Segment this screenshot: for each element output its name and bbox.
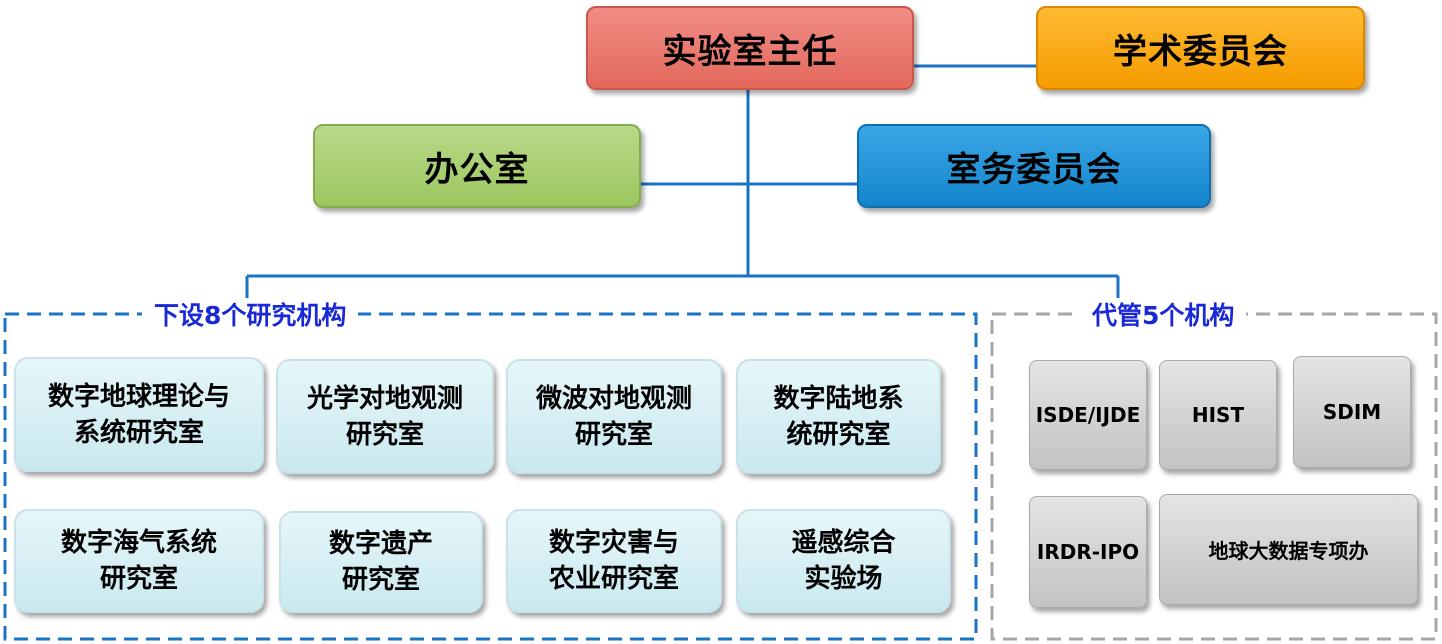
managed-section-title: 代管5个机构 [1080,298,1247,334]
agency-label: HIST [1191,403,1245,427]
institute-box: 光学对地观测 研究室 [276,359,494,474]
institute-line1: 数字陆地系 [773,383,904,414]
institute-line2: 农业研究室 [548,564,679,594]
agency-box: IRDR-IPO [1029,496,1147,608]
director-box: 实验室主任 [586,6,914,90]
affairs-committee-label: 室务委员会 [946,149,1122,190]
institute-line2: 研究室 [345,419,424,450]
institute-line1: 数字遗产 [328,529,433,559]
institute-box: 遥感综合 实验场 [736,509,951,613]
institute-box: 数字海气系统 研究室 [14,509,264,613]
institute-box: 数字地球理论与 系统研究室 [14,357,264,472]
institute-box: 数字灾害与 农业研究室 [506,509,722,613]
institute-line1: 遥感综合 [791,528,896,558]
institutes-section-title: 下设8个研究机构 [142,298,359,334]
office-box: 办公室 [313,124,641,208]
agency-label: 地球大数据专项办 [1208,539,1369,563]
institute-line2: 系统研究室 [73,417,204,448]
institute-line2: 研究室 [341,565,420,595]
agency-label: ISDE/IJDE [1035,403,1141,427]
agency-box: SDIM [1293,356,1411,468]
institute-line2: 统研究室 [786,419,891,450]
agency-label: SDIM [1322,400,1382,424]
director-label: 实验室主任 [662,31,838,72]
agency-box: 地球大数据专项办 [1159,494,1418,605]
academic-committee-label: 学术委员会 [1113,31,1288,72]
institute-line2: 实验场 [804,564,883,594]
institute-box: 数字陆地系 统研究室 [736,359,941,474]
institutes-dashed-frame [3,312,978,641]
institute-box: 数字遗产 研究室 [279,511,483,613]
institute-box: 微波对地观测 研究室 [506,359,722,474]
institute-line2: 研究室 [99,564,178,594]
agency-label: IRDR-IPO [1036,540,1140,564]
affairs-committee-box: 室务委员会 [857,124,1211,208]
agency-box: ISDE/IJDE [1029,360,1147,470]
academic-committee-box: 学术委员会 [1036,6,1365,90]
institute-line1: 光学对地观测 [306,383,463,414]
institute-line1: 微波对地观测 [535,383,692,414]
institute-line1: 数字海气系统 [60,528,217,558]
agency-box: HIST [1159,360,1277,470]
office-label: 办公室 [424,149,530,190]
institute-line2: 研究室 [574,419,653,450]
institute-line1: 数字灾害与 [548,528,679,558]
institute-line1: 数字地球理论与 [47,381,230,412]
